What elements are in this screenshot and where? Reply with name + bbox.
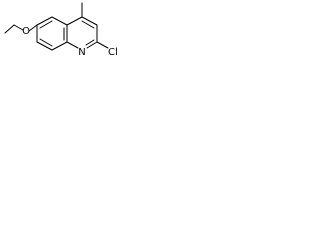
benzo-ring [36,16,68,51]
bond-c8-c7 [36,41,53,51]
bond-c4a-c4 [66,16,83,26]
bond-c2-n1-inner [85,39,95,46]
bond-ch2-oxygen [13,24,24,31]
bond-oxygen-ring [28,24,38,32]
bond-c6-c5 [36,16,53,26]
bond-methyl-ch2 [4,24,15,34]
bond-c8-c7-inner [39,38,53,47]
bond-c2-n1 [86,41,98,49]
bond-c4-c3-inner [81,20,95,29]
bond-chlorine [96,41,109,49]
bond-c8a-c8 [51,41,68,51]
chlorine-atom-label: Cl [108,47,118,58]
bond-n1-c8a [66,41,79,49]
oxygen-atom-label: O [22,26,30,37]
substituents [81,2,109,49]
bond-c4-c3 [81,16,98,26]
ethoxy-group [4,24,38,34]
molecule-structure-diagram: O N Cl [4,2,118,58]
pyridine-ring [66,16,98,49]
bond-c6-c5-inner [39,20,53,29]
bond-c5-c4a [51,16,68,26]
nitrogen-atom-label: N [78,47,85,58]
